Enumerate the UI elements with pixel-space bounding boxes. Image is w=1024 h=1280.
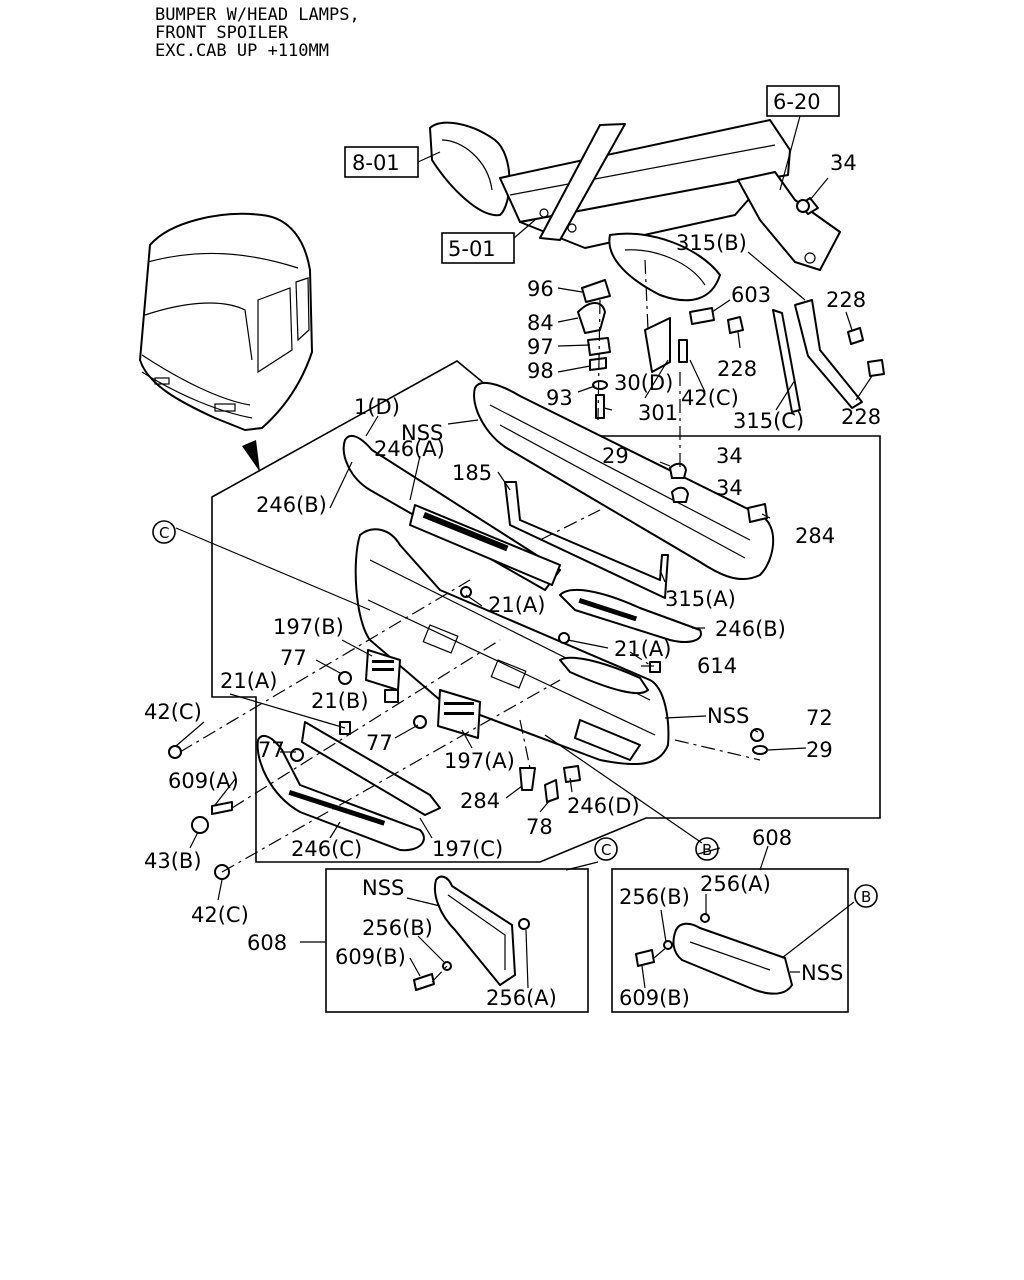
alignment-lines (179, 259, 761, 983)
label-97[interactable]: 97 (527, 335, 554, 359)
circle-marker-c-left: C (152, 520, 176, 544)
label-256b-right[interactable]: 256(B) (619, 885, 690, 909)
circle-b-box-text: B (861, 888, 871, 906)
chassis-frame-illustration (429, 119, 841, 302)
label-197c[interactable]: 197(C) (432, 837, 503, 861)
label-609b-left[interactable]: 609(B) (335, 945, 406, 969)
label-nss-top[interactable]: NSS (401, 421, 443, 445)
leader-lines (175, 115, 873, 989)
label-603[interactable]: 603 (731, 283, 771, 307)
ref-6-20[interactable]: 6-20 (773, 90, 821, 114)
ref-8-01[interactable]: 8-01 (352, 151, 400, 175)
left-end-cap-box (325, 868, 589, 1013)
left-end-cap-illustration (413, 875, 530, 991)
label-77-b[interactable]: 77 (258, 738, 285, 762)
upper-bracket-group (577, 199, 885, 419)
circle-marker-b-box: B (854, 884, 878, 908)
label-77-a[interactable]: 77 (280, 646, 307, 670)
label-72[interactable]: 72 (806, 706, 833, 730)
label-315b[interactable]: 315(B) (676, 231, 747, 255)
upper-spoiler-strips (342, 434, 702, 643)
label-228-a[interactable]: 228 (826, 288, 866, 312)
label-30d[interactable]: 30(D) (614, 371, 673, 395)
label-1d[interactable]: 1(D) (354, 395, 400, 419)
label-21a-3[interactable]: 21(A) (220, 669, 277, 693)
label-29-a[interactable]: 29 (602, 444, 629, 468)
label-315c[interactable]: 315(C) (733, 409, 804, 433)
title-line-2: FRONT SPOILER (155, 23, 289, 43)
title-line-3: EXC.CAB UP +110MM (155, 41, 329, 61)
circle-b-main-text: B (702, 841, 712, 859)
label-77-c[interactable]: 77 (366, 731, 393, 755)
right-end-cap-box (611, 868, 849, 1013)
circle-marker-b-main: B (695, 837, 719, 861)
label-197a[interactable]: 197(A) (444, 749, 515, 773)
label-256a-right[interactable]: 256(A) (700, 872, 771, 896)
label-315a[interactable]: 315(A) (665, 587, 736, 611)
label-256b-left[interactable]: 256(B) (362, 916, 433, 940)
label-246d[interactable]: 246(D) (567, 794, 640, 818)
label-42c-top[interactable]: 42(C) (681, 386, 739, 410)
label-84[interactable]: 84 (527, 311, 554, 335)
circle-c-box-text: C (601, 841, 611, 859)
diagram-title: BUMPER W/HEAD LAMPS, FRONT SPOILER EXC.C… (155, 6, 360, 60)
label-78[interactable]: 78 (526, 815, 553, 839)
label-nss-box-left[interactable]: NSS (362, 876, 404, 900)
label-301[interactable]: 301 (638, 401, 678, 425)
truck-cab-illustration (139, 212, 313, 472)
label-21b[interactable]: 21(B) (311, 689, 369, 713)
ref-box-5-01 (441, 232, 515, 264)
label-21a-2[interactable]: 21(A) (614, 637, 671, 661)
circle-marker-c-box: C (594, 837, 618, 861)
label-34-a[interactable]: 34 (830, 151, 857, 175)
label-34-b[interactable]: 34 (716, 444, 743, 468)
view-arrow (242, 440, 260, 472)
circle-c-left-text: C (159, 524, 169, 542)
label-42c-left[interactable]: 42(C) (144, 700, 202, 724)
label-284-a[interactable]: 284 (795, 524, 835, 548)
label-29-b[interactable]: 29 (806, 738, 833, 762)
label-228-c[interactable]: 228 (841, 405, 881, 429)
label-246c[interactable]: 246(C) (291, 837, 362, 861)
label-246b-right[interactable]: 246(B) (715, 617, 786, 641)
ref-5-01[interactable]: 5-01 (448, 237, 496, 261)
label-42c-bottom[interactable]: 42(C) (191, 903, 249, 927)
main-bumper-body (354, 528, 670, 766)
label-246a[interactable]: 246(A) (374, 437, 445, 461)
ref-box-6-20 (766, 85, 840, 117)
label-197b[interactable]: 197(B) (273, 615, 344, 639)
label-614[interactable]: 614 (697, 654, 737, 678)
label-98[interactable]: 98 (527, 359, 554, 383)
right-end-cap-illustration (635, 913, 793, 995)
label-246b-left[interactable]: 246(B) (256, 493, 327, 517)
part-labels: 34 315(B) 96 603 228 84 97 228 98 30(D) … (144, 151, 881, 1010)
label-nss-box-right[interactable]: NSS (801, 961, 843, 985)
label-284-b[interactable]: 284 (460, 789, 500, 813)
label-21a-1[interactable]: 21(A) (488, 593, 545, 617)
label-nss-mid[interactable]: NSS (707, 704, 749, 728)
bumper-assembly-frame (211, 360, 881, 863)
label-228-b[interactable]: 228 (717, 357, 757, 381)
label-608-right[interactable]: 608 (752, 826, 792, 850)
label-256a-left[interactable]: 256(A) (486, 986, 557, 1010)
label-185[interactable]: 185 (452, 461, 492, 485)
label-43b[interactable]: 43(B) (144, 849, 202, 873)
upper-reinforcement-bar (473, 381, 775, 599)
label-608-left[interactable]: 608 (247, 931, 287, 955)
label-34-c[interactable]: 34 (716, 476, 743, 500)
label-609b-right[interactable]: 609(B) (619, 986, 690, 1010)
label-609a[interactable]: 609(A) (168, 769, 239, 793)
label-93[interactable]: 93 (546, 386, 573, 410)
label-96[interactable]: 96 (527, 277, 554, 301)
title-line-1: BUMPER W/HEAD LAMPS, (155, 5, 360, 25)
